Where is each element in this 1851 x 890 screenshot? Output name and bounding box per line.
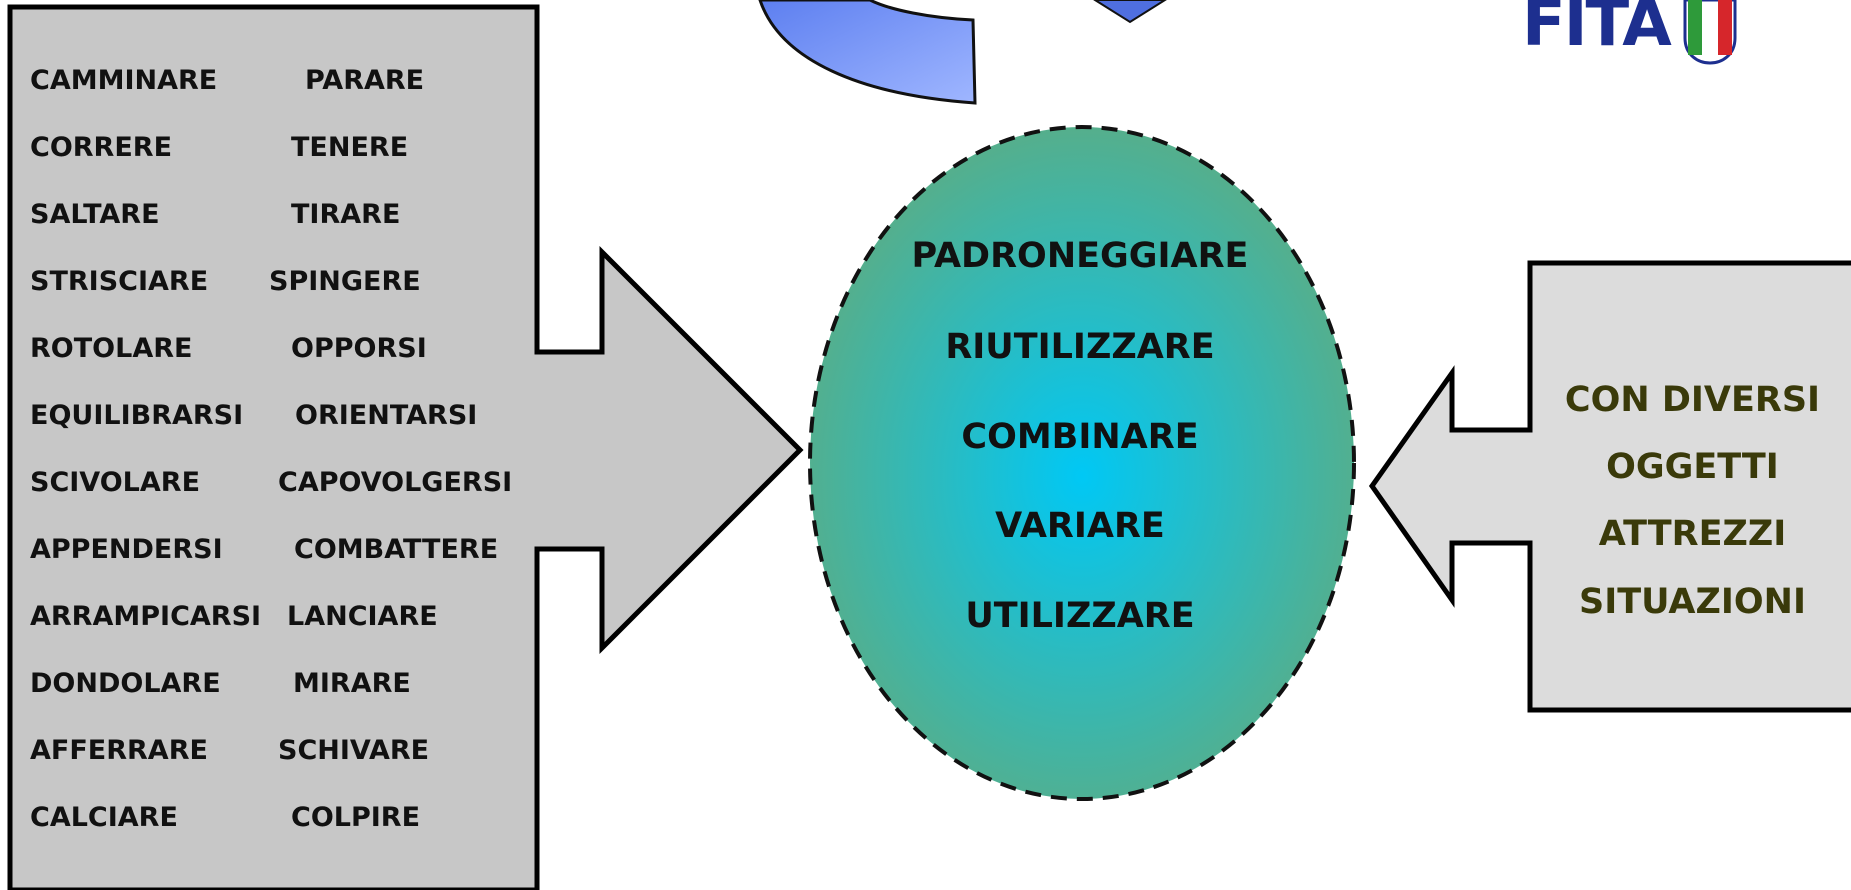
verb-item: SCIVOLARE — [30, 467, 201, 498]
left-arrow-panel — [7, 4, 804, 890]
center-word: VARIARE — [995, 506, 1165, 546]
verb-item: MIRARE — [293, 668, 411, 699]
verb-item: OPPORSI — [291, 333, 427, 364]
verb-item: DONDOLARE — [30, 668, 221, 699]
verb-item: CAMMINARE — [30, 65, 218, 96]
verb-item: APPENDERSI — [30, 534, 223, 565]
verb-item: CAPOVOLGERSI — [278, 467, 513, 498]
verb-item: TENERE — [291, 132, 409, 163]
verb-item: ORIENTARSI — [295, 400, 478, 431]
verb-item: CORRERE — [30, 132, 173, 163]
verb-item: SPINGERE — [269, 266, 421, 297]
verb-item: TIRARE — [291, 199, 401, 230]
verb-item: PARARE — [305, 65, 425, 96]
right-box-word: SITUAZIONI — [1578, 582, 1806, 622]
blue-curved-arrow-shape — [758, 0, 977, 105]
right-arrow-panel — [1368, 260, 1851, 713]
right-box-word: CON DIVERSI — [1564, 380, 1821, 420]
center-word: UTILIZZARE — [965, 596, 1195, 636]
right-box-word: ATTREZZI — [1598, 514, 1787, 554]
center-word: COMBINARE — [961, 417, 1199, 457]
verb-item: COLPIRE — [291, 802, 421, 833]
verb-item: SALTARE — [30, 199, 160, 230]
center-ellipse — [808, 125, 1356, 801]
verb-item: ARRAMPICARSI — [30, 601, 262, 632]
verb-item: CALCIARE — [30, 802, 178, 833]
verb-item: STRISCIARE — [30, 266, 209, 297]
center-word: PADRONEGGIARE — [911, 236, 1249, 276]
right-box-word: OGGETTI — [1606, 447, 1779, 487]
center-word: RIUTILIZZARE — [945, 327, 1215, 367]
blue-arrowhead-shape — [1093, 0, 1167, 24]
verb-item: COMBATTERE — [294, 534, 499, 565]
fita-flag-icon — [1683, 0, 1737, 65]
verb-item: AFFERRARE — [30, 735, 208, 766]
fita-logo-text: FITA — [1522, 0, 1672, 61]
verb-item: LANCIARE — [287, 601, 438, 632]
verb-item: SCHIVARE — [278, 735, 430, 766]
verb-item: EQUILIBRARSI — [30, 400, 244, 431]
verb-item: ROTOLARE — [30, 333, 193, 364]
